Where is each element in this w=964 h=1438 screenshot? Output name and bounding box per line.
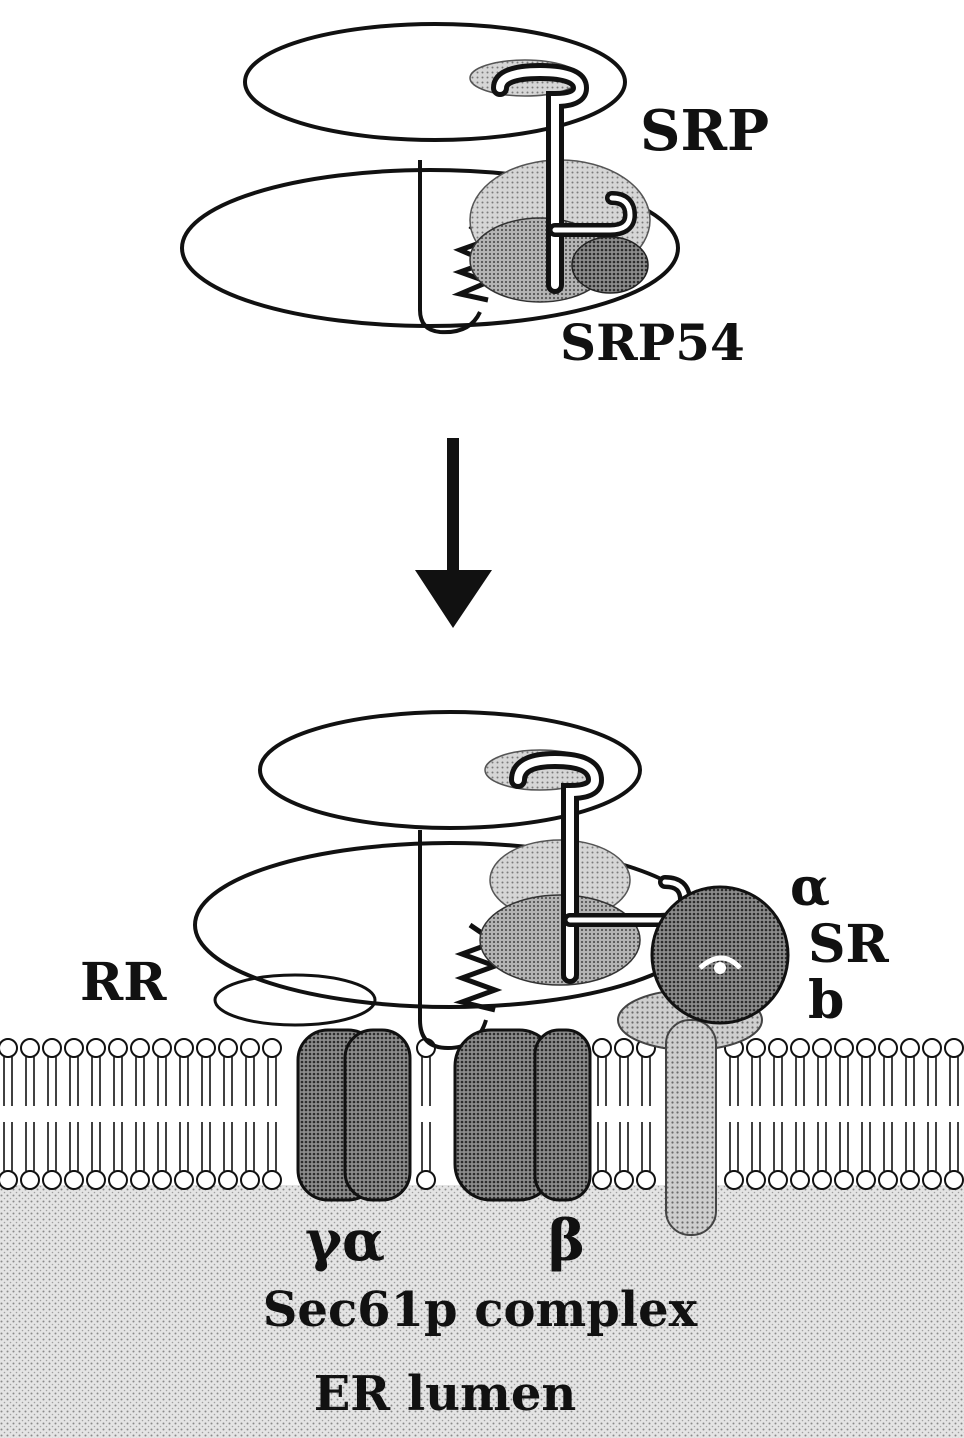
ribosome-receptor-rr bbox=[213, 973, 377, 1027]
sec61p-complex-label: Sec61p complex bbox=[263, 1282, 698, 1338]
lipid-head bbox=[262, 1170, 282, 1190]
lipid-head bbox=[834, 1038, 854, 1058]
ribosome-large-subunit-docked bbox=[258, 710, 642, 830]
lipid-head bbox=[900, 1038, 920, 1058]
lipid-head bbox=[20, 1038, 40, 1058]
lipid-head bbox=[812, 1170, 832, 1190]
lipid-head bbox=[878, 1038, 898, 1058]
lipid-head bbox=[218, 1170, 238, 1190]
rr-label: RR bbox=[80, 952, 167, 1013]
lipid-head bbox=[240, 1038, 260, 1058]
lipid-head bbox=[196, 1170, 216, 1190]
lipid-head bbox=[878, 1170, 898, 1190]
lipid-head bbox=[130, 1170, 150, 1190]
lipid-head bbox=[64, 1170, 84, 1190]
lipid-head bbox=[108, 1170, 128, 1190]
lipid-head bbox=[812, 1038, 832, 1058]
lipid-head bbox=[42, 1170, 62, 1190]
lipid-head bbox=[592, 1038, 612, 1058]
lipid-bilayer bbox=[0, 1038, 964, 1190]
sec61-beta bbox=[453, 1028, 592, 1202]
bottom-panel: RR α SR b γα β Sec61p complex ER lumen bbox=[0, 710, 964, 1438]
lipid-head bbox=[0, 1170, 18, 1190]
sr-alpha-label: α bbox=[790, 857, 830, 918]
lipid-head bbox=[20, 1170, 40, 1190]
sec61-gamma-alpha bbox=[296, 1028, 412, 1202]
srp54-label: SRP54 bbox=[560, 313, 745, 372]
lipid-head bbox=[768, 1170, 788, 1190]
lipid-head bbox=[262, 1038, 282, 1058]
lipid-head bbox=[592, 1170, 612, 1190]
lipid-head bbox=[614, 1170, 634, 1190]
srp-rna bbox=[491, 62, 638, 294]
lipid-head bbox=[922, 1038, 942, 1058]
lipid-head bbox=[944, 1170, 964, 1190]
lipid-head bbox=[636, 1170, 656, 1190]
lipid-head bbox=[834, 1170, 854, 1190]
lipid-head bbox=[944, 1038, 964, 1058]
sr-alpha-subunit bbox=[650, 885, 790, 1025]
ribosome-large-subunit bbox=[243, 22, 627, 142]
lipid-head bbox=[64, 1038, 84, 1058]
lipid-head bbox=[614, 1038, 634, 1058]
lipid-head bbox=[218, 1038, 238, 1058]
lipid-head bbox=[790, 1170, 810, 1190]
lipid-head bbox=[130, 1038, 150, 1058]
lipid-head bbox=[152, 1038, 172, 1058]
sr-label: SR bbox=[808, 914, 890, 975]
top-panel: SRP SRP54 bbox=[180, 22, 769, 372]
down-arrow bbox=[415, 438, 492, 628]
lipid-head bbox=[240, 1170, 260, 1190]
lipid-head bbox=[174, 1170, 194, 1190]
lipid-head bbox=[724, 1170, 744, 1190]
lipid-head bbox=[856, 1038, 876, 1058]
lipid-head bbox=[152, 1170, 172, 1190]
lipid-head bbox=[108, 1038, 128, 1058]
lipid-head bbox=[746, 1170, 766, 1190]
lipid-head bbox=[922, 1170, 942, 1190]
er-lumen-region bbox=[0, 1185, 964, 1438]
gamma-alpha-label: γα bbox=[305, 1208, 385, 1274]
lipid-head bbox=[196, 1038, 216, 1058]
lipid-head bbox=[42, 1038, 62, 1058]
lipid-head bbox=[900, 1170, 920, 1190]
lipid-head bbox=[768, 1038, 788, 1058]
ribosome-small-subunit bbox=[180, 168, 680, 328]
lipid-head bbox=[856, 1170, 876, 1190]
lipid-head bbox=[86, 1038, 106, 1058]
srp-label: SRP bbox=[640, 98, 769, 164]
lipid-head bbox=[416, 1170, 436, 1190]
sr-b-label: b bbox=[808, 970, 844, 1031]
lipid-head bbox=[174, 1038, 194, 1058]
lipid-head bbox=[790, 1038, 810, 1058]
er-lumen-label: ER lumen bbox=[314, 1366, 577, 1422]
lipid-head bbox=[0, 1038, 18, 1058]
lipid-head bbox=[746, 1038, 766, 1058]
lipid-head bbox=[86, 1170, 106, 1190]
srp-protein-blobs bbox=[469, 59, 651, 303]
beta-label: β bbox=[548, 1208, 585, 1274]
